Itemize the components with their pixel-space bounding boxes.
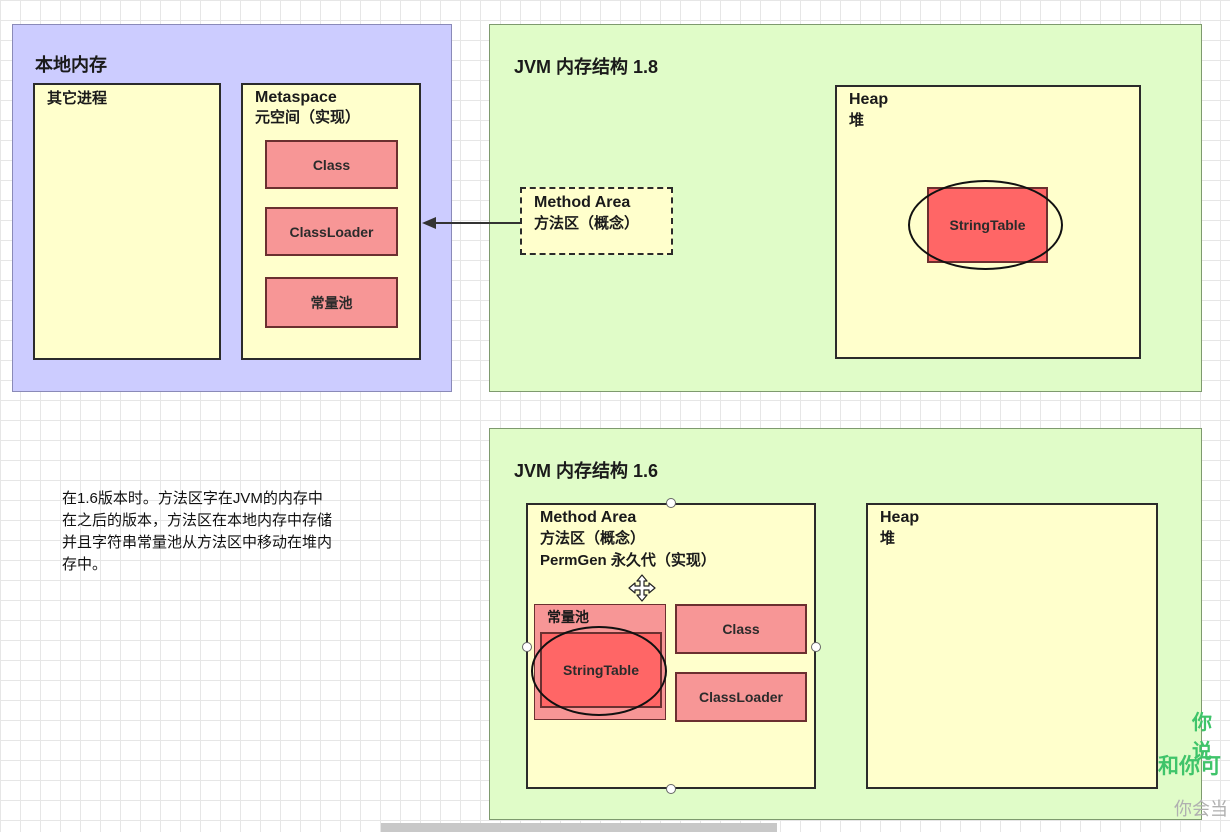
jvm16-string-table-highlight: [531, 626, 667, 716]
version-note: 在1.6版本时。方法区字在JVM的内存中 在之后的版本，方法区在本地内存中存储 …: [62, 488, 382, 576]
note-line: 在之后的版本，方法区在本地内存中存储: [62, 512, 333, 529]
note-line: 在1.6版本时。方法区字在JVM的内存中: [62, 490, 323, 507]
move-cursor-icon: [628, 574, 656, 602]
jvm18-heap-label: Heap: [849, 91, 889, 108]
metaspace-label: Metaspace: [255, 89, 337, 106]
jvm18-method-area-label: Method Area: [534, 194, 631, 211]
jvm16-classloader-box: ClassLoader: [675, 672, 807, 722]
selection-handle-top[interactable]: [666, 498, 676, 508]
jvm16-constant-pool-label: 常量池: [547, 609, 589, 625]
jvm18-heap-box: Heap 堆: [835, 85, 1141, 359]
jvm16-heap-label: Heap: [880, 509, 920, 526]
jvm16-title: JVM 内存结构 1.6: [514, 461, 659, 481]
overlay-text-1: 你说: [1192, 712, 1212, 763]
jvm16-permgen-label: PermGen 永久代（实现）: [540, 552, 716, 569]
other-process-label: 其它进程: [47, 90, 108, 107]
other-process-box: 其它进程: [33, 83, 221, 360]
native-memory-title: 本地内存: [35, 55, 107, 75]
jvm16-heap-box: Heap 堆: [866, 503, 1158, 789]
metaspace-constant-pool-box: 常量池: [265, 277, 398, 328]
jvm16-method-area-label: Method Area: [540, 509, 637, 526]
selection-handle-left[interactable]: [522, 642, 532, 652]
jvm16-method-area-sublabel: 方法区（概念）: [540, 530, 646, 547]
jvm18-heap-sublabel: 堆: [849, 112, 865, 129]
selection-handle-right[interactable]: [811, 642, 821, 652]
note-line: 并且字符串常量池从方法区中移动在堆内: [62, 534, 333, 551]
metaspace-sublabel: 元空间（实现）: [255, 109, 361, 126]
jvm18-string-table-highlight: [908, 180, 1063, 270]
note-line: 存中。: [62, 556, 108, 573]
jvm16-heap-sublabel: 堆: [880, 530, 896, 547]
metaspace-class-box: Class: [265, 140, 398, 189]
overlay-text-3: 你会当: [1174, 799, 1228, 819]
jvm18-method-area-sublabel: 方法区（概念）: [534, 215, 640, 232]
horizontal-scrollbar[interactable]: [381, 823, 777, 832]
jvm18-title: JVM 内存结构 1.8: [514, 57, 659, 77]
method-area-to-metaspace-arrow: [422, 217, 520, 229]
metaspace-classloader-box: ClassLoader: [265, 207, 398, 256]
jvm16-class-box: Class: [675, 604, 807, 654]
overlay-text-2: 和你可: [1158, 755, 1221, 778]
jvm18-method-area-box: Method Area 方法区（概念）: [520, 187, 673, 255]
selection-handle-bottom[interactable]: [666, 784, 676, 794]
